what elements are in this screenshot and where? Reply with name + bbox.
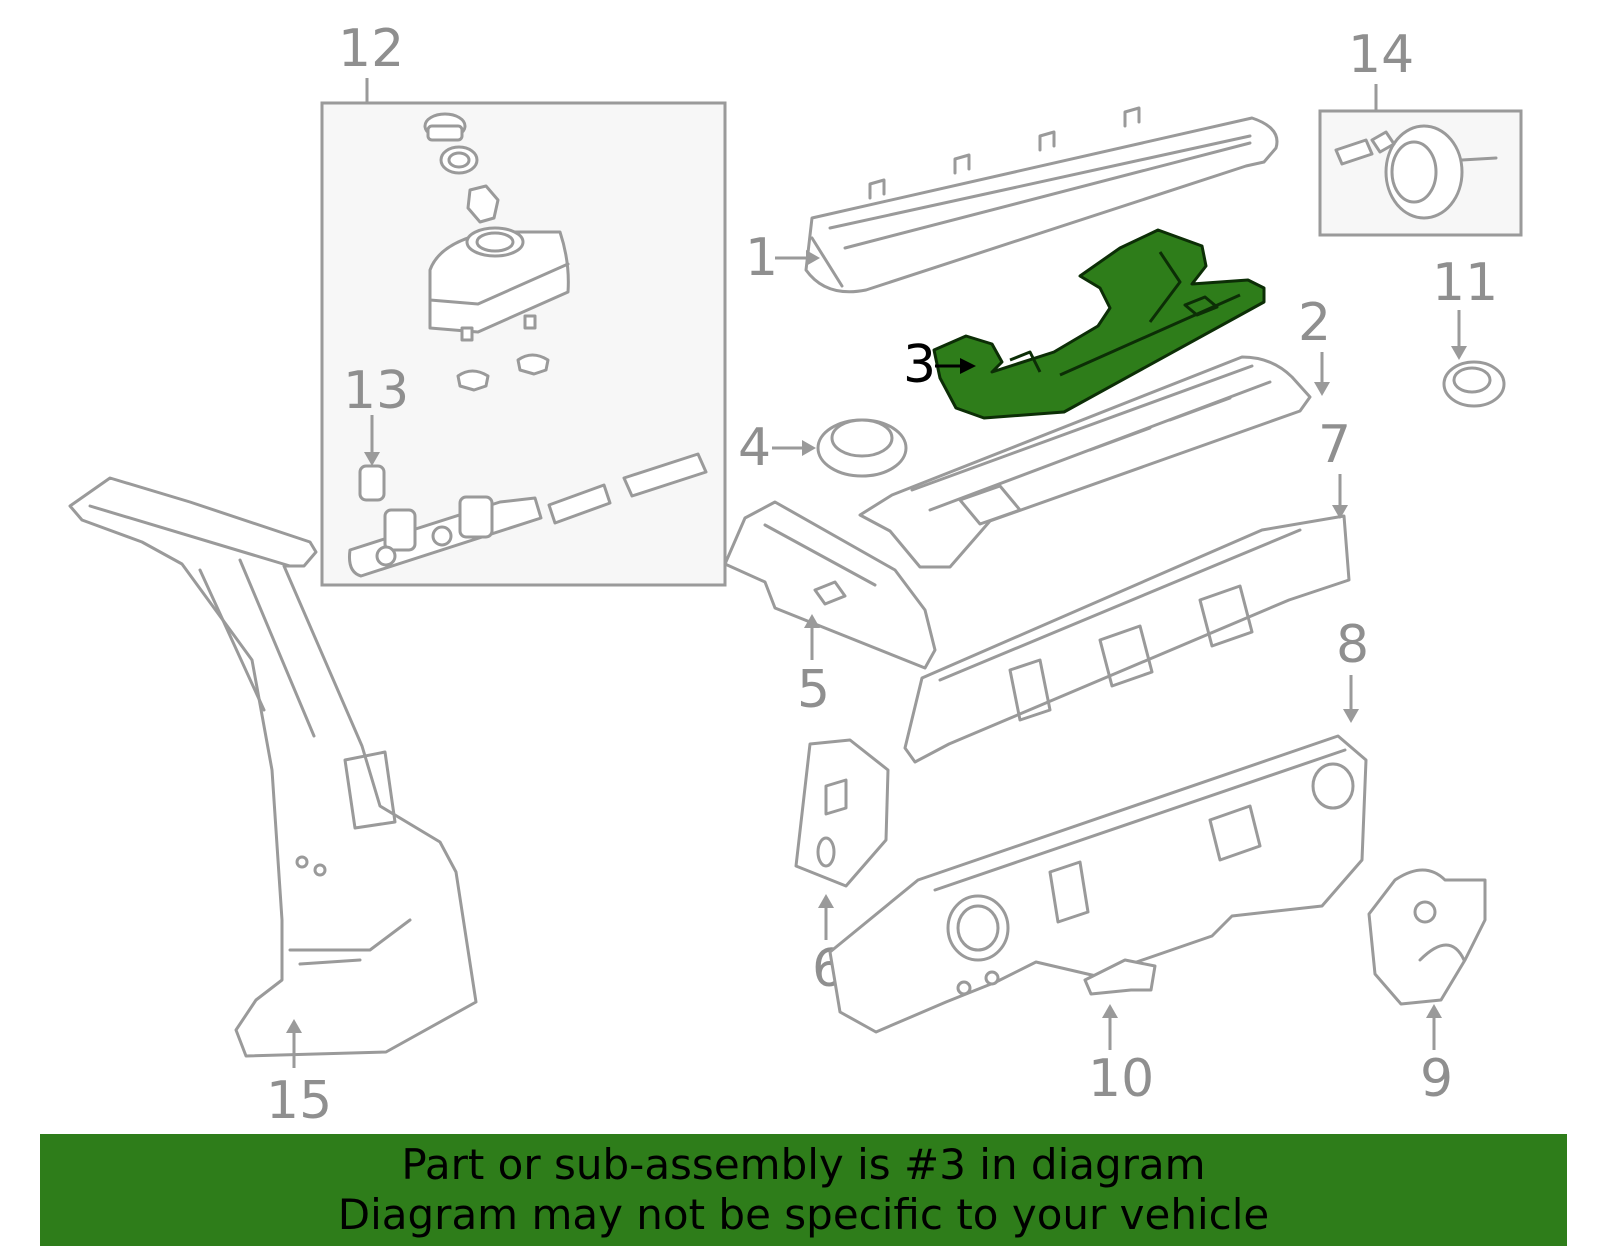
reservoir-cap (423, 112, 500, 224)
banner-line-2: Diagram may not be specific to your vehi… (337, 1190, 1270, 1239)
master-cylinder (348, 452, 708, 578)
callout-3: 3 (903, 335, 936, 395)
callout-12: 12 (338, 19, 404, 79)
callout-9: 9 (1420, 1049, 1453, 1109)
callout-2: 2 (1298, 293, 1331, 353)
banner-line-1: Part or sub-assembly is #3 in diagram (401, 1140, 1206, 1189)
dash-panel-upper (903, 514, 1351, 764)
plug-4 (816, 418, 908, 478)
grommets (456, 353, 550, 392)
callout-1: 1 (745, 228, 778, 288)
callout-13-sensor: 13 (343, 361, 409, 502)
cowl-panel (858, 355, 1312, 569)
brake-fluid-reservoir (428, 226, 570, 342)
info-banner: Part or sub-assembly is #3 in diagram Di… (40, 1134, 1567, 1246)
cowl-side-extension (723, 500, 937, 670)
hinge-pillar (68, 476, 478, 1058)
side-bracket-6 (794, 738, 890, 888)
callout-13: 13 (343, 361, 409, 421)
callout-5: 5 (797, 660, 830, 720)
grommet-11 (1442, 360, 1506, 408)
highlighted-part-3 (932, 228, 1266, 420)
brake-booster (1334, 124, 1498, 220)
callout-10: 10 (1088, 1049, 1154, 1109)
callout-8: 8 (1336, 615, 1369, 675)
panel-9 (1367, 868, 1487, 1006)
bracket-10 (1083, 958, 1157, 996)
cowl-top-panel (804, 106, 1279, 294)
callout-4: 4 (738, 418, 771, 478)
dash-panel (828, 734, 1368, 1034)
callout-15: 15 (266, 1071, 332, 1131)
callout-14: 14 (1348, 25, 1414, 85)
callout-7: 7 (1318, 415, 1351, 475)
callout-11: 11 (1432, 253, 1498, 313)
